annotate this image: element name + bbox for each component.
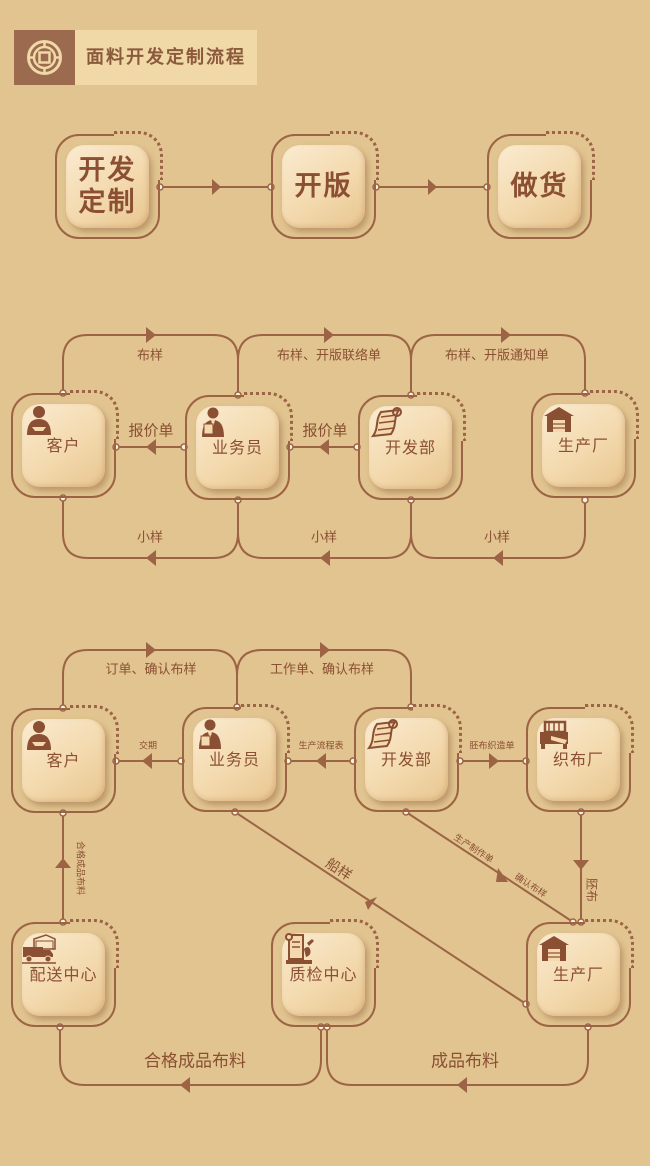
node-label: 生产厂 xyxy=(557,435,609,455)
edge-label: 胚布织造单 xyxy=(469,741,515,752)
s2-node-factory: 生产厂 xyxy=(531,390,639,498)
edge-label: 布样 xyxy=(136,348,164,364)
node-label: 客户 xyxy=(46,435,81,455)
edge-label: 布样、开版联络单 xyxy=(276,348,382,364)
node-line2: 定制 xyxy=(78,186,137,218)
node-custom-dev: 开发 定制 xyxy=(55,131,163,239)
node-label: 质检中心 xyxy=(289,964,358,984)
factory-icon xyxy=(544,407,574,432)
node-label: 开发部 xyxy=(384,437,436,457)
page-title: 面料开发定制流程 xyxy=(75,30,257,85)
salesperson-icon xyxy=(199,719,221,749)
edge-label: 交期 xyxy=(138,741,158,752)
edge-label: 合格成品布料 xyxy=(74,840,85,896)
node-line1: 开发 xyxy=(78,154,137,186)
node-label: 生产厂 xyxy=(552,964,604,984)
s2-node-salesperson: 业务员 xyxy=(185,392,293,500)
s3-node-dev-dept: 开发部 xyxy=(354,704,462,812)
s3-node-inspection: 质检中心 xyxy=(271,919,379,1027)
loom-icon xyxy=(540,720,568,749)
s3-node-factory: 生产厂 xyxy=(526,919,634,1027)
s3-node-weaving-mill: 织布厂 xyxy=(526,704,634,812)
customer-icon xyxy=(27,721,51,750)
edge-label: 小样 xyxy=(310,530,338,546)
fabric-roll-icon xyxy=(366,719,398,750)
fabric-roll-icon xyxy=(370,407,402,438)
edge-label: 成品布料 xyxy=(431,1051,499,1072)
salesperson-icon xyxy=(202,407,224,437)
edge-label: 订单、确认布样 xyxy=(105,662,197,678)
node-line1: 做货 xyxy=(510,170,569,202)
edge-label: 小样 xyxy=(483,530,511,546)
coin-icon xyxy=(14,30,75,85)
node-label: 业务员 xyxy=(211,437,263,457)
edge-label: 报价单 xyxy=(302,421,348,440)
header: 面料开发定制流程 xyxy=(14,30,257,85)
inspection-icon xyxy=(285,933,314,964)
truck-icon xyxy=(22,934,56,964)
s3-node-distribution: 配送中心 xyxy=(11,919,119,1027)
edge-label: 胚布 xyxy=(584,877,599,903)
edge-label: 布样、开版通知单 xyxy=(444,348,550,364)
s2-node-customer: 客户 xyxy=(11,390,119,498)
edge-label: 合格成品布料 xyxy=(144,1051,246,1072)
edge-label: 生产流程表 xyxy=(298,741,344,752)
node-production: 做货 xyxy=(487,131,595,239)
s3-node-salesperson: 业务员 xyxy=(182,704,290,812)
s2-node-dev-dept: 开发部 xyxy=(358,392,466,500)
node-label: 业务员 xyxy=(208,749,260,769)
node-label: 织布厂 xyxy=(552,749,604,769)
s3-node-customer: 客户 xyxy=(11,705,119,813)
node-label: 开发部 xyxy=(380,749,432,769)
node-line1: 开版 xyxy=(294,170,353,202)
node-label: 配送中心 xyxy=(29,964,98,984)
edge-label: 工作单、确认布样 xyxy=(269,662,375,678)
customer-icon xyxy=(27,406,51,435)
node-label: 客户 xyxy=(46,750,81,770)
node-plate: 开版 xyxy=(271,131,379,239)
connector-dots xyxy=(56,183,592,1031)
arrowheads xyxy=(55,179,589,1093)
edge-label: 小样 xyxy=(136,530,164,546)
edge-label: 报价单 xyxy=(128,421,174,440)
factory-icon xyxy=(539,936,569,961)
